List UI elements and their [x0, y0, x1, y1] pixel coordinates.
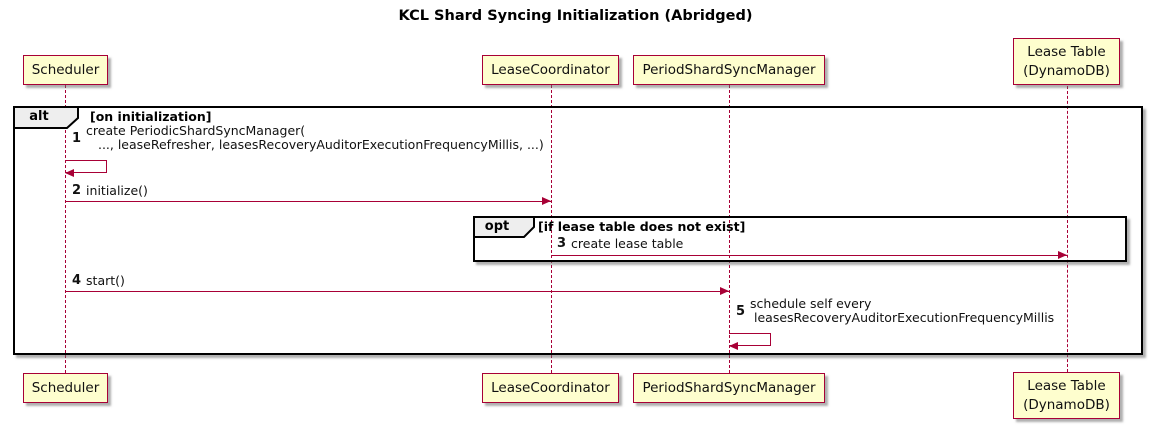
opt-condition: [if lease table does not exist]	[538, 219, 746, 234]
participant-label: PeriodShardSyncManager	[642, 379, 816, 396]
message-3-label: 3 create lease table	[557, 236, 683, 251]
message-5-arrowhead	[729, 342, 738, 350]
message-4-number: 4	[72, 273, 82, 288]
participant-periodshardsyncmanager-bottom: PeriodShardSyncManager	[633, 373, 825, 403]
lifeline-periodshardsyncmanager	[729, 85, 730, 373]
alt-condition: [on initialization]	[90, 109, 212, 124]
message-1-self-arrow	[65, 160, 107, 173]
message-5-text: schedule self every leasesRecoveryAudito…	[750, 296, 1055, 325]
participant-periodshardsyncmanager-top: PeriodShardSyncManager	[633, 55, 825, 85]
message-2-number: 2	[72, 183, 82, 198]
message-5-label: 5 schedule self every leasesRecoveryAudi…	[736, 297, 1054, 325]
message-5-number: 5	[736, 303, 746, 319]
message-1-number: 1	[72, 130, 82, 146]
alt-keyword: alt	[29, 109, 49, 124]
lifeline-leasecoordinator	[551, 85, 552, 373]
message-1-arrowhead	[65, 169, 74, 177]
participant-label: Scheduler	[31, 379, 100, 396]
opt-frame	[473, 216, 1127, 262]
participant-label: Lease Table (DynamoDB)	[1023, 378, 1110, 413]
participant-scheduler-bottom: Scheduler	[23, 373, 108, 403]
lifeline-scheduler	[65, 85, 66, 373]
message-1-label: 1 create PeriodicShardSyncManager( ..., …	[72, 124, 544, 152]
participant-label: PeriodShardSyncManager	[642, 61, 816, 78]
alt-frame	[13, 106, 1143, 355]
participant-label: Scheduler	[31, 61, 100, 78]
message-2-text: initialize()	[86, 182, 148, 198]
message-4-label: 4 start()	[72, 273, 125, 288]
message-2-label: 2 initialize()	[72, 183, 148, 198]
message-4-arrow	[65, 287, 729, 295]
participant-label: LeaseCoordinator	[491, 379, 610, 396]
participant-leasecoordinator-top: LeaseCoordinator	[482, 55, 619, 85]
participant-scheduler-top: Scheduler	[23, 55, 108, 85]
opt-keyword: opt	[484, 219, 510, 234]
participant-leasecoordinator-bottom: LeaseCoordinator	[482, 373, 619, 403]
message-2-arrow	[65, 197, 551, 205]
participant-label: LeaseCoordinator	[491, 61, 610, 78]
opt-frame-header-pentagon	[473, 216, 535, 238]
message-3-arrow	[551, 251, 1067, 259]
message-3-text: create lease table	[571, 235, 684, 251]
diagram-title: KCL Shard Syncing Initialization (Abridg…	[398, 8, 753, 24]
message-1-text: create PeriodicShardSyncManager( ..., le…	[86, 123, 544, 152]
lifeline-leasetable	[1067, 86, 1068, 372]
participant-label: Lease Table (DynamoDB)	[1023, 44, 1110, 79]
participant-leasetable-bottom: Lease Table (DynamoDB)	[1013, 372, 1120, 419]
message-5-self-arrow	[729, 333, 771, 346]
alt-frame-header-pentagon	[13, 106, 79, 129]
participant-leasetable-top: Lease Table (DynamoDB)	[1013, 38, 1120, 85]
message-3-number: 3	[557, 236, 567, 251]
message-4-text: start()	[86, 272, 125, 288]
